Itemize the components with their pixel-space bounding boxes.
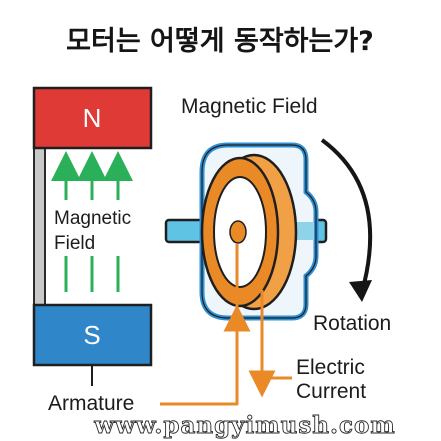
armature-hub	[229, 220, 247, 244]
page-title: 모터는 어떻게 동작하는가?	[66, 26, 374, 57]
magnetic-field-label-left-2: Field	[54, 233, 95, 254]
rotation-arrowhead	[349, 280, 372, 302]
watermark: www.pangyimush.com	[93, 412, 395, 439]
current-wires	[160, 244, 292, 406]
south-pole-label: S	[83, 320, 100, 350]
wire-left	[160, 244, 239, 406]
electric-current-label-1: Electric	[296, 356, 365, 379]
rotation-label: Rotation	[313, 312, 391, 335]
magnet-frame	[33, 146, 46, 308]
magnetic-field-label-top: Magnetic Field	[181, 95, 318, 118]
motor-housing-outline	[201, 144, 317, 319]
south-pole	[32, 303, 153, 367]
field-arrows	[51, 151, 133, 292]
north-pole	[32, 86, 153, 150]
armature-label: Armature	[48, 392, 134, 415]
magnetic-field-label-left-1: Magnetic	[54, 208, 131, 229]
north-pole-label: N	[83, 103, 102, 133]
electric-current-label-2: Current	[296, 380, 366, 403]
rotation-arc	[320, 138, 373, 293]
